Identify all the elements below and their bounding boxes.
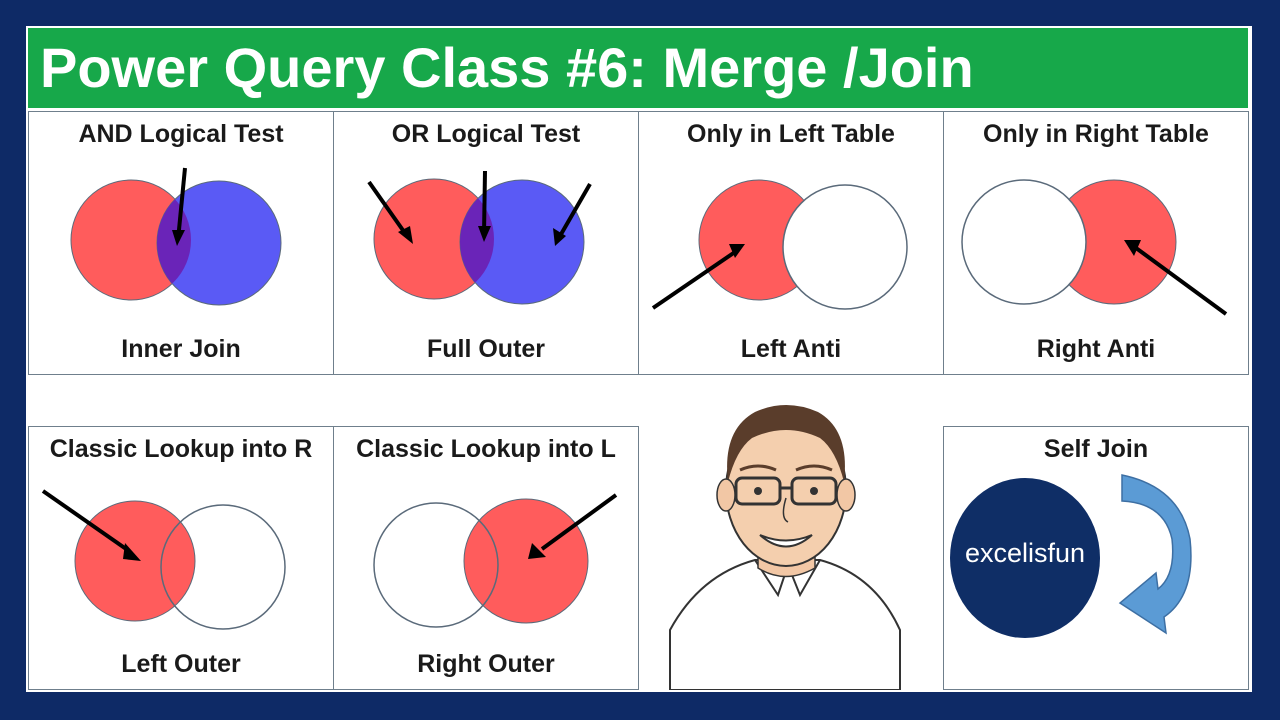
panel-heading: Classic Lookup into L [356,435,616,463]
panel-right-outer: Classic Lookup into L Right Outer [333,426,639,690]
panel-heading: Only in Right Table [983,120,1209,148]
brand-logo: excelisfun [950,478,1100,638]
venn-diagram-icon [651,179,908,310]
panel-right-anti: Only in Right Table Right Anti [943,111,1249,375]
panel-caption: Left Outer [121,650,241,678]
panel-caption: Right Outer [417,650,555,678]
panel-heading: AND Logical Test [78,120,284,148]
panel-heading: OR Logical Test [391,120,581,148]
panel-left-anti: Only in Left Table Left Anti [638,111,944,375]
curved-arrow-icon [1118,474,1192,635]
panel-caption: Right Anti [1036,335,1156,363]
panel-caption: Left Anti [740,335,842,363]
arrow-icon [176,167,187,241]
venn-diagram-icon [961,179,1228,316]
panel-caption: Full Outer [426,335,546,363]
page-title: Power Query Class #6: Merge /Join [40,36,974,99]
panel-full-outer: OR Logical Test Full Outer [333,111,639,375]
brand-name: excelisfun [964,538,1086,568]
panel-inner-join: AND Logical Test Inner Join [28,111,334,375]
person-illustration [669,405,901,690]
venn-diagram-icon [70,167,282,306]
title-bar: Power Query Class #6: Merge /Join [28,28,1248,108]
panel-heading: Only in Left Table [687,120,895,148]
panel-heading: Classic Lookup into R [49,435,313,463]
venn-diagram-icon [41,489,286,630]
panel-heading: Self Join [1043,435,1149,463]
panel-caption: Inner Join [121,335,241,363]
panel-left-outer: Classic Lookup into R Left Outer [28,426,334,690]
venn-diagram-icon [367,170,592,305]
venn-diagram-icon [373,493,618,628]
